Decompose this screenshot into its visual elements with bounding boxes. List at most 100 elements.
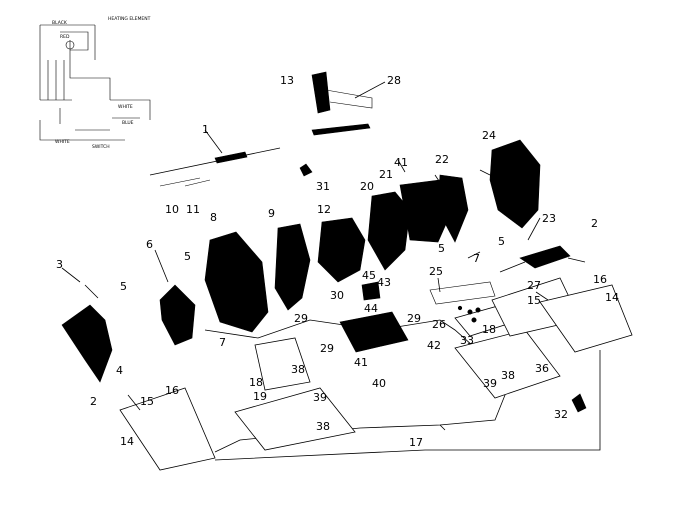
leader-4 <box>127 394 141 411</box>
card-36-38 <box>454 329 561 399</box>
callout-44: 44 <box>364 302 378 315</box>
callout-24: 24 <box>482 129 496 142</box>
screw-33a <box>467 309 473 315</box>
part-9 <box>274 223 311 311</box>
callout-3: 3 <box>56 258 63 271</box>
callout-12: 12 <box>317 203 331 216</box>
callout-11: 11 <box>186 203 200 216</box>
callout-29b: 29 <box>407 312 421 325</box>
callout-18a: 18 <box>249 376 263 389</box>
screw-33b <box>475 307 481 313</box>
callout-7b: 7 <box>473 252 480 265</box>
screw-33c <box>471 317 477 323</box>
leader-17 <box>214 350 601 461</box>
callout-40: 40 <box>372 377 386 390</box>
callout-43: 43 <box>377 276 391 289</box>
callout-23: 23 <box>542 212 556 225</box>
callout-17: 17 <box>409 436 423 449</box>
callout-15a: 15 <box>140 395 154 408</box>
callout-38b: 38 <box>316 420 330 433</box>
callout-32: 32 <box>554 408 568 421</box>
callout-14a: 14 <box>120 435 134 448</box>
callout-13: 13 <box>280 74 294 87</box>
callout-4: 4 <box>116 364 123 377</box>
callout-14b: 14 <box>605 291 619 304</box>
callout-7a: 7 <box>219 336 226 349</box>
callout-6: 6 <box>146 238 153 251</box>
callout-36: 36 <box>535 362 549 375</box>
callout-2b: 2 <box>591 217 598 230</box>
leader-7b <box>467 251 481 259</box>
part-20 <box>367 191 411 271</box>
instruction-card-right <box>539 284 633 353</box>
screw-18 <box>457 305 463 311</box>
wire-label-red: RED <box>60 34 70 40</box>
callout-25: 25 <box>429 265 443 278</box>
part-3-soleplate <box>61 304 113 383</box>
leader-41 <box>397 159 406 173</box>
part-42-plate <box>339 311 409 353</box>
wire-label-blue: BLUE <box>122 120 134 126</box>
callout-41b: 41 <box>354 356 368 369</box>
leader-3 <box>61 267 99 299</box>
callout-39a: 39 <box>313 391 327 404</box>
callout-5b: 5 <box>184 250 191 263</box>
callout-16b: 16 <box>593 273 607 286</box>
callout-41a: 41 <box>394 156 408 169</box>
callout-28: 28 <box>387 74 401 87</box>
card-18-19 <box>254 337 311 391</box>
part-6 <box>159 284 196 346</box>
callout-30: 30 <box>330 289 344 302</box>
callout-38c: 38 <box>501 369 515 382</box>
part-45 <box>361 281 381 301</box>
part-21 <box>399 179 451 243</box>
callout-2a: 2 <box>90 395 97 408</box>
part-23-cord <box>519 245 571 269</box>
leader-15 <box>535 291 549 301</box>
callout-33: 33 <box>460 334 474 347</box>
callout-29a: 29 <box>320 342 334 355</box>
heating-element-label: HEATING ELEMENT <box>108 16 151 22</box>
callout-38a: 38 <box>291 363 305 376</box>
cord-wire <box>499 257 586 273</box>
part-32 <box>571 393 587 413</box>
callout-9: 9 <box>268 207 275 220</box>
part-22 <box>437 174 469 243</box>
callout-22: 22 <box>435 153 449 166</box>
part-13-28 <box>311 71 386 136</box>
callout-20: 20 <box>360 180 374 193</box>
callout-1: 1 <box>202 123 209 136</box>
part-1-rod <box>149 129 281 187</box>
instruction-card-left <box>119 387 216 471</box>
switch-label: SWITCH <box>92 144 110 150</box>
callout-31: 31 <box>316 180 330 193</box>
callout-18b: 18 <box>482 323 496 336</box>
leader-23 <box>527 217 541 241</box>
callout-16a: 16 <box>165 384 179 397</box>
leader-22 <box>434 169 491 191</box>
callout-10: 10 <box>165 203 179 216</box>
wiring-schematic: BLACK RED HEATING ELEMENT WHITE SWITCH W… <box>39 16 151 150</box>
wire-label-white: WHITE <box>118 104 133 110</box>
plate-25-26 <box>429 281 496 305</box>
callout-15b: 15 <box>527 294 541 307</box>
callout-5a: 5 <box>120 280 127 293</box>
callout-8: 8 <box>210 211 217 224</box>
callout-45: 45 <box>362 269 376 282</box>
part-24-tank <box>489 139 541 229</box>
part-12 <box>317 217 366 283</box>
callout-5d: 5 <box>498 235 505 248</box>
callout-5c: 5 <box>438 242 445 255</box>
callout-26: 26 <box>432 318 446 331</box>
callout-39b: 39 <box>483 377 497 390</box>
wire-label-black: BLACK <box>52 20 68 26</box>
callout-19: 19 <box>253 390 267 403</box>
part-31 <box>299 163 313 177</box>
card-38-39 <box>234 387 356 451</box>
callout-21: 21 <box>379 168 393 181</box>
callout-42: 42 <box>427 339 441 352</box>
callout-29c: 29 <box>294 312 308 325</box>
leader-6 <box>154 249 169 283</box>
